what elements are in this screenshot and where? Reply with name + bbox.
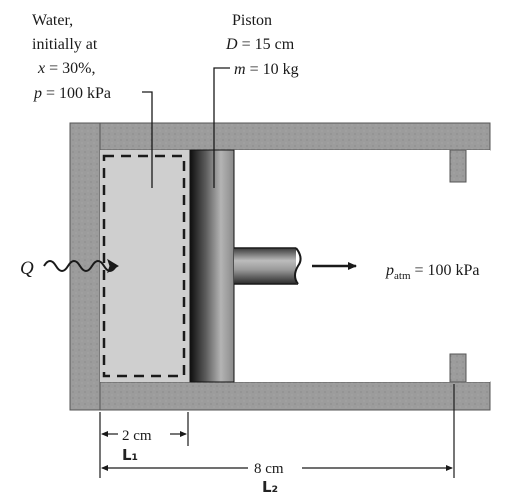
- piston-leader-line: [213, 67, 230, 188]
- piston-mass-symbol: m: [234, 61, 246, 78]
- piston-label: Piston D = 15 cm m = 10 kg: [213, 12, 299, 188]
- dimension-2cm: 2 cm: [122, 428, 152, 444]
- water-label-line2: initially at: [32, 36, 98, 53]
- piston-rod: [234, 247, 302, 285]
- water-label-line4: p = 100 kPa: [33, 85, 111, 102]
- upper-stop-lip: [449, 149, 467, 183]
- heat-input-arrow: [43, 258, 119, 274]
- piston-diameter: D = 15 cm: [225, 36, 295, 53]
- piston-mass-value: = 10 kg: [246, 61, 299, 78]
- handwritten-L2: L₂: [262, 478, 278, 496]
- water-quality-symbol: x: [37, 60, 45, 77]
- lower-stop-lip: [449, 353, 467, 383]
- atm-pressure-subscript: atm: [394, 270, 411, 282]
- heat-symbol: Q: [20, 258, 34, 279]
- piston-diameter-symbol: D: [225, 36, 238, 53]
- water-leader-line: [142, 91, 153, 188]
- dimension-8cm: 8 cm: [254, 461, 284, 477]
- water-label: Water, initially at x = 30%, p = 100 kPa: [32, 12, 153, 188]
- dimension-lines: 2 cm 8 cm: [99, 384, 455, 478]
- piston-title: Piston: [232, 12, 272, 29]
- water-pressure-symbol: p: [33, 85, 42, 102]
- piston-mass: m = 10 kg: [234, 61, 299, 78]
- atm-pressure-symbol: p: [385, 262, 394, 279]
- water-pressure-value: = 100 kPa: [42, 85, 111, 102]
- water-label-line3: x = 30%,: [37, 60, 95, 77]
- piston-diameter-value: = 15 cm: [238, 36, 295, 53]
- atmospheric-pressure-label: patm = 100 kPa: [385, 262, 480, 282]
- piston: [189, 149, 235, 383]
- water-quality-value: = 30%,: [45, 60, 95, 77]
- atm-pressure-value: = 100 kPa: [411, 262, 480, 279]
- water-label-line1: Water,: [32, 12, 73, 29]
- control-volume-boundary: [102, 154, 186, 378]
- handwritten-L1: L₁: [122, 446, 138, 464]
